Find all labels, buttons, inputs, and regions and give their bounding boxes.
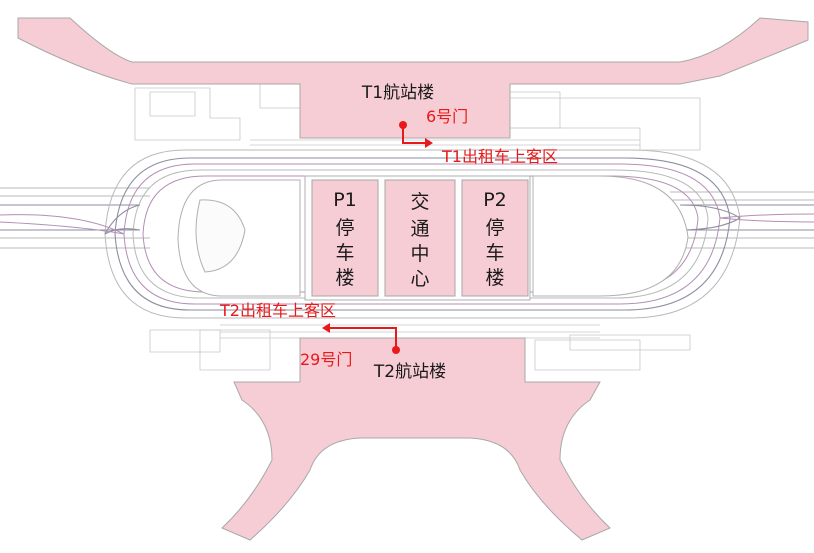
- center-line1: 交: [410, 191, 429, 213]
- t2-terminal-label: T2航站楼: [373, 362, 446, 382]
- t1-terminal-building[interactable]: [17, 17, 809, 139]
- p2-line2: 停: [485, 217, 504, 239]
- p2-line3: 车: [485, 242, 504, 264]
- transport-center-building[interactable]: [384, 179, 456, 297]
- p2-line1: P2: [483, 189, 507, 211]
- p1-line4: 楼: [335, 267, 354, 289]
- gate29-arrow-line: [330, 327, 397, 350]
- p1-line2: 停: [335, 217, 354, 239]
- map-labels: T1航站楼 6号门 T1出租车上客区 T2出租车上客区 29号门 T2航站楼 P…: [219, 83, 558, 382]
- gate29-arrowhead-icon: [322, 323, 330, 333]
- p1-line1: P1: [333, 189, 357, 211]
- p1-line3: 车: [335, 242, 354, 264]
- t1-taxi-label: T1出租车上客区: [441, 147, 558, 166]
- p1-parking-building[interactable]: [311, 179, 379, 297]
- p2-parking-building[interactable]: [461, 179, 529, 297]
- t2-terminal-building[interactable]: [221, 337, 611, 541]
- t2-taxi-label: T2出租车上客区: [219, 301, 336, 320]
- gate6-arrow-line: [402, 125, 425, 144]
- p2-line4: 楼: [485, 267, 504, 289]
- center-line3: 中: [410, 243, 429, 265]
- t1-terminal-label: T1航站楼: [361, 83, 434, 103]
- gate29-label: 29号门: [300, 350, 352, 369]
- center-line2: 通: [410, 218, 429, 240]
- parking-blocks: [311, 179, 529, 297]
- route-markers: [322, 121, 433, 354]
- gate6-label: 6号门: [426, 107, 468, 126]
- center-line4: 心: [410, 268, 429, 290]
- gate6-arrowhead-icon: [425, 138, 433, 148]
